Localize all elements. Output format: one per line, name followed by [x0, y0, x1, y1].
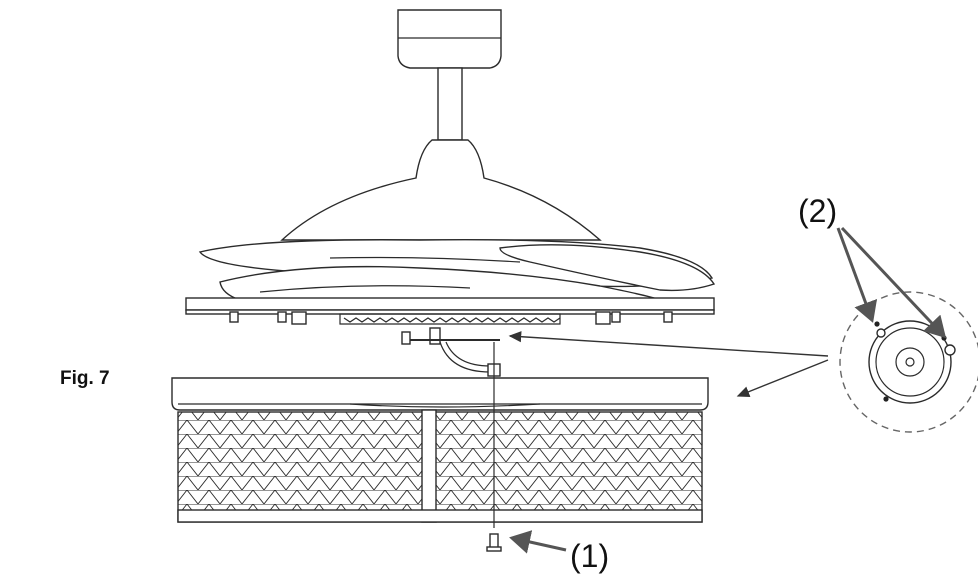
mounting-plate-holes-icon	[839, 291, 978, 433]
figure-label: Fig. 7	[60, 368, 110, 389]
mounting-plate	[185, 297, 715, 325]
callout-1-label: (1)	[570, 538, 609, 574]
downrod	[437, 67, 463, 141]
motor-housing	[280, 139, 602, 241]
callout-2-label: (2)	[798, 193, 837, 229]
fan-blades	[198, 238, 716, 301]
ceiling-canopy	[397, 9, 502, 69]
light-kit-cover	[171, 377, 709, 411]
mesh-shade	[177, 409, 703, 523]
screw-icon	[486, 342, 502, 552]
wire-connector	[401, 327, 501, 377]
detail-arrows	[508, 226, 947, 554]
